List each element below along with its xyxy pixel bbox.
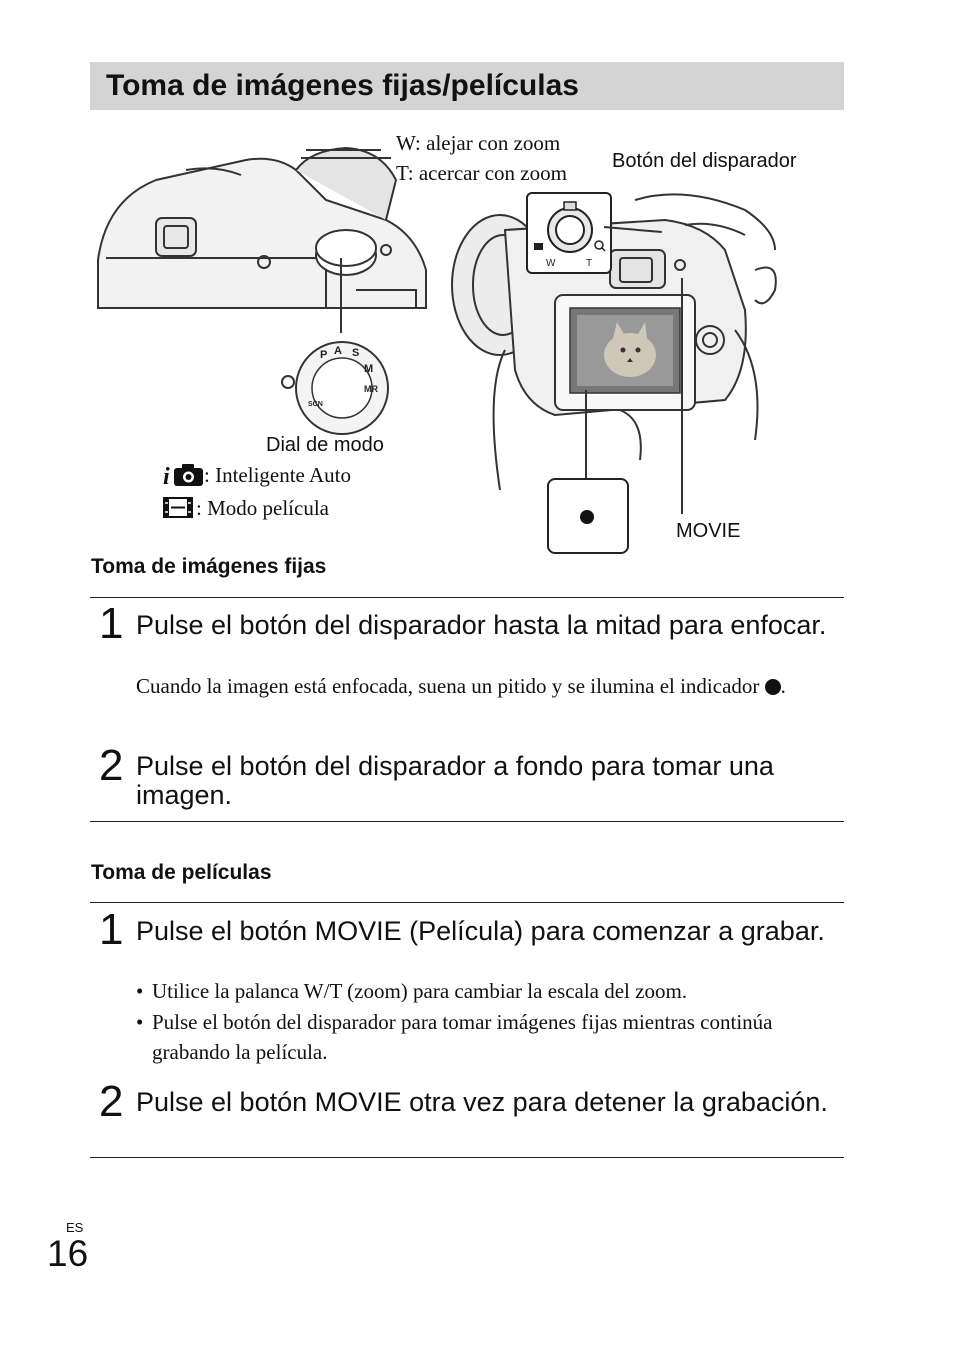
focus-indicator-icon bbox=[764, 679, 781, 695]
divider bbox=[90, 902, 844, 903]
dial-leader-line bbox=[340, 258, 342, 333]
dial-mark-a: A bbox=[334, 345, 342, 357]
step-number: 2 bbox=[99, 741, 124, 790]
dial-marks: P A S M MR SCN bbox=[308, 345, 378, 408]
indicator-leader-line bbox=[585, 390, 587, 478]
dial-mark-s: S bbox=[352, 347, 359, 359]
zoom-lever-inset: W T bbox=[526, 192, 612, 274]
movie-bullet-1: •Utilice la palanca W/T (zoom) para camb… bbox=[136, 979, 688, 1003]
movie-mode-text: : Modo película bbox=[196, 496, 329, 520]
camera-in-hands-illustration bbox=[451, 193, 777, 491]
language-code: ES bbox=[66, 1220, 84, 1235]
focus-indicator-icon bbox=[580, 510, 594, 524]
lever-t-label: T bbox=[586, 258, 592, 269]
note-period: . bbox=[780, 674, 786, 698]
intelligent-auto-icon: i bbox=[163, 464, 203, 490]
zoom-t-label: T: acercar con zoom bbox=[396, 161, 567, 185]
divider bbox=[90, 821, 844, 822]
indicator-inset bbox=[547, 478, 629, 554]
dial-mark-p: P bbox=[320, 349, 327, 361]
still-step1-note: Cuando la imagen está enfocada, suena un… bbox=[136, 671, 846, 701]
movie-mode-legend: : Modo película bbox=[162, 493, 329, 523]
dial-label: Dial de modo bbox=[266, 434, 384, 456]
still-step2-text: Pulse el botón del disparador a fondo pa… bbox=[136, 751, 774, 810]
movie-mode-icon bbox=[163, 497, 193, 518]
dial-mark-m: M bbox=[364, 363, 373, 375]
page-number: 16 bbox=[47, 1233, 89, 1274]
dial-mark-mr: MR bbox=[364, 384, 378, 394]
zoom-w-label: W: alejar con zoom bbox=[396, 131, 561, 155]
zoom-lever-icon: W T bbox=[534, 201, 606, 269]
movie-step1-text: Pulse el botón MOVIE (Película) para com… bbox=[136, 916, 825, 946]
section-header-bar bbox=[90, 62, 844, 110]
section-title: Toma de imágenes fijas/películas bbox=[106, 69, 579, 102]
shutter-button-label: Botón del disparador bbox=[612, 150, 797, 172]
movie-bullet-1-text: Utilice la palanca W/T (zoom) para cambi… bbox=[152, 979, 688, 1003]
movies-heading: Toma de películas bbox=[91, 861, 272, 884]
movie-leader-line bbox=[681, 278, 683, 514]
movie-button-label: MOVIE bbox=[676, 520, 741, 542]
mode-dial: P A S M MR SCN bbox=[281, 341, 389, 435]
step-number: 1 bbox=[99, 599, 124, 648]
divider bbox=[90, 1157, 844, 1158]
lever-w-label: W bbox=[546, 258, 556, 269]
movie-step2-text: Pulse el botón MOVIE otra vez para deten… bbox=[136, 1087, 828, 1117]
svg-text:i: i bbox=[163, 464, 170, 487]
dial-mark-scn: SCN bbox=[308, 401, 323, 408]
still-images-heading: Toma de imágenes fijas bbox=[91, 555, 327, 578]
still-step1-note-text: Cuando la imagen está enfocada, suena un… bbox=[136, 674, 760, 698]
step-number: 2 bbox=[99, 1077, 124, 1126]
movie-bullet-2: •Pulse el botón del disparador para toma… bbox=[136, 1010, 773, 1064]
camera-top-illustration bbox=[97, 146, 427, 309]
movie-bullet-2-text: Pulse el botón del disparador para tomar… bbox=[152, 1010, 773, 1064]
still-step1-text: Pulse el botón del disparador hasta la m… bbox=[136, 610, 827, 640]
step-number: 1 bbox=[99, 905, 124, 954]
intelligent-auto-legend: i : Inteligente Auto bbox=[162, 460, 351, 490]
intelligent-auto-text: : Inteligente Auto bbox=[204, 463, 351, 487]
divider bbox=[90, 597, 844, 598]
